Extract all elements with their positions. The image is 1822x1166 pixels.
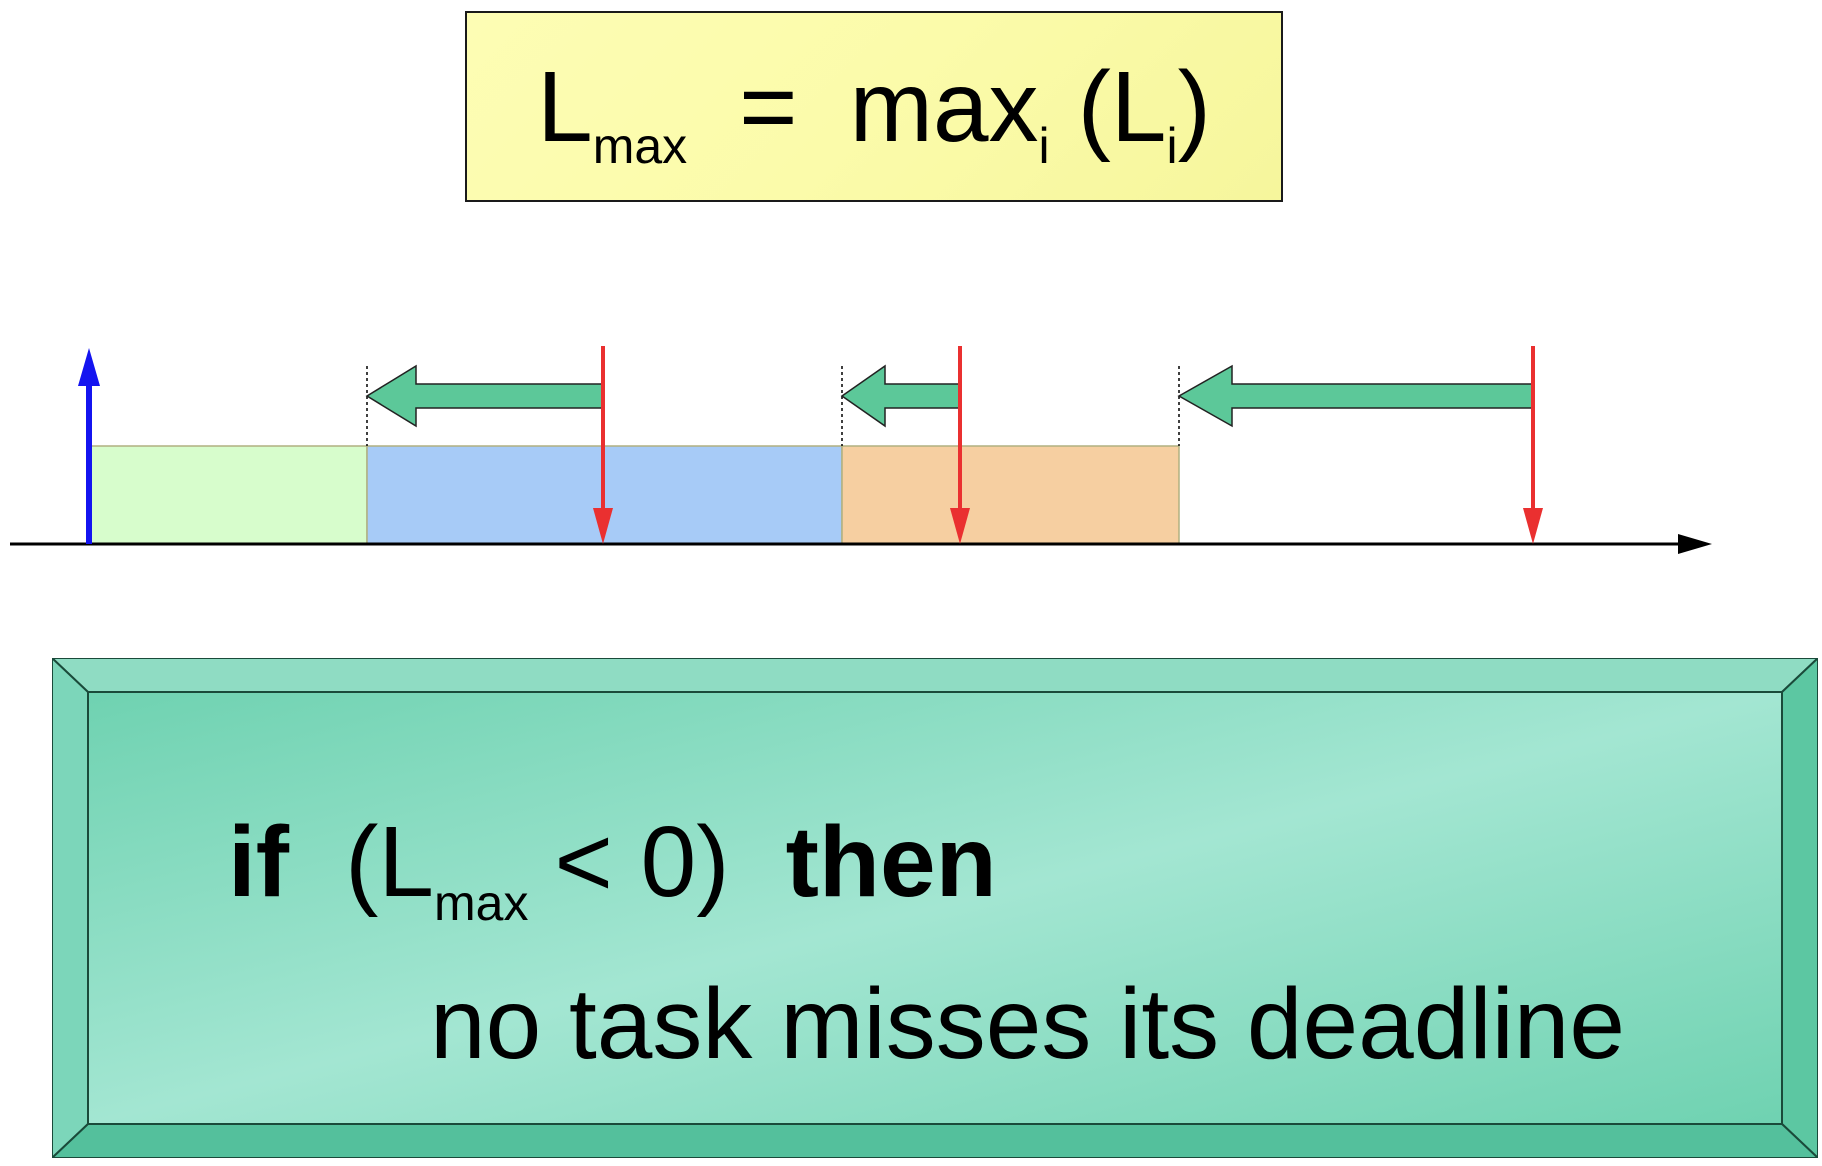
conclusion-text: no task misses its deadline [430,968,1626,1080]
condition-line: if (L max < 0) then [228,806,997,928]
task-block-1 [88,445,368,545]
lateness-arrow-1 [365,364,604,428]
condition-box-frame [52,658,1818,1158]
deadline-arrow-1-icon [593,508,613,544]
formula-i-subscript-2: i [1166,117,1178,174]
task-block-3 [841,445,1180,545]
release-arrow-icon [78,348,100,386]
formula-equals: = [739,50,798,163]
if-keyword: if [228,806,290,918]
deadline-arrow-3-icon [1523,508,1543,544]
lmax-formula-box: L max = max i (L i ) [465,11,1283,202]
then-keyword: then [785,806,997,918]
lmax-formula: L max = max i (L i ) [537,50,1211,171]
deadline-arrow-2-icon [950,508,970,544]
formula-close: ) [1177,50,1211,163]
condition-open-L: (L [345,806,435,918]
time-axis-arrowhead [1678,534,1712,554]
schedule-timeline [10,346,1712,554]
condition-comparison: < 0) [554,806,730,918]
formula-L: L [537,50,593,163]
formula-open-L: (L [1077,50,1167,163]
condition-box-face: if (L max < 0) then no task misses its d… [88,692,1782,1124]
formula-max: max [849,50,1039,163]
condition-max-subscript: max [434,875,529,931]
formula-max-subscript: max [592,117,688,174]
lateness-arrow-2 [840,364,961,428]
lateness-arrow-3 [1177,364,1534,428]
formula-i-subscript: i [1038,117,1050,174]
condition-box: if (L max < 0) then no task misses its d… [52,658,1818,1158]
